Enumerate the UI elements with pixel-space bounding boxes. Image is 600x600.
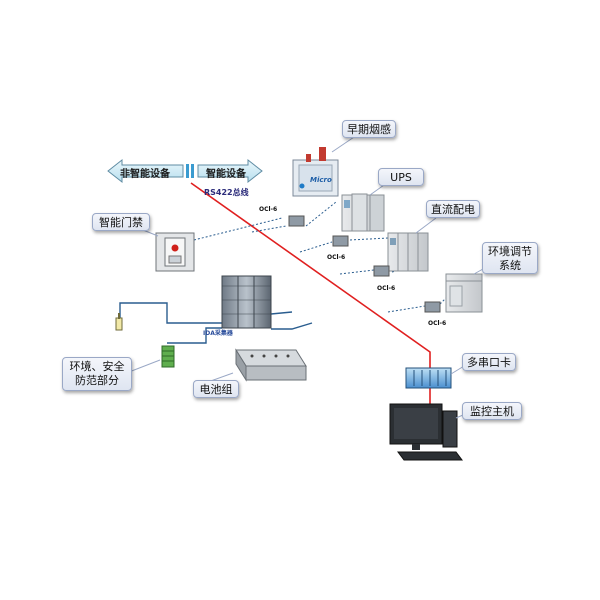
callout-monitor-host: 监控主机 <box>462 402 522 420</box>
battery-bank-device <box>235 348 307 382</box>
callout-ups: UPS <box>378 168 424 186</box>
ocl6-tag-1: OCl-6 <box>259 206 278 213</box>
smoke-detector-device <box>292 147 339 197</box>
non-smart-label: 非智能设备 <box>120 169 170 180</box>
dashed-links <box>193 201 447 313</box>
env-regulation-device <box>445 273 483 313</box>
ocl6-tag-3: OCl-6 <box>377 285 396 292</box>
dc-power-device <box>387 232 429 272</box>
callout-dc-power: 直流配电 <box>426 200 480 218</box>
ups-device <box>341 193 385 232</box>
smart-label: 智能设备 <box>206 169 246 180</box>
ocl6-module-icon <box>288 215 441 313</box>
callout-env-regulation: 环境调节系统 <box>482 242 538 274</box>
callout-battery: 电池组 <box>193 380 239 398</box>
smart-arrow <box>197 158 263 184</box>
callout-smoke: 早期烟感 <box>342 120 396 138</box>
callout-env-security: 环境、安全防范部分 <box>62 357 132 391</box>
ocl6-tag-2: OCl-6 <box>327 254 346 261</box>
rs422-bus-line <box>190 182 431 368</box>
ida-network-lines <box>119 302 313 344</box>
terminal-block-icon <box>161 345 175 368</box>
callout-multi-serial: 多串口卡 <box>462 353 516 371</box>
rs422-label: RS422总线 <box>204 188 249 197</box>
multi-serial-card-device <box>405 367 452 389</box>
door-access-device <box>155 232 195 272</box>
smoke-brand-tag: Micro <box>310 176 332 184</box>
callout-door: 智能门禁 <box>92 213 150 231</box>
ocl6-tag-4: OCl-6 <box>428 320 447 327</box>
ida-collector-device <box>221 275 272 329</box>
sensor-probe-icon <box>115 313 123 331</box>
non-smart-arrow <box>107 158 184 184</box>
divider-bars-icon <box>186 164 194 178</box>
ida-tag: IDA采集器 <box>203 330 233 337</box>
monitor-host-device <box>389 403 463 461</box>
